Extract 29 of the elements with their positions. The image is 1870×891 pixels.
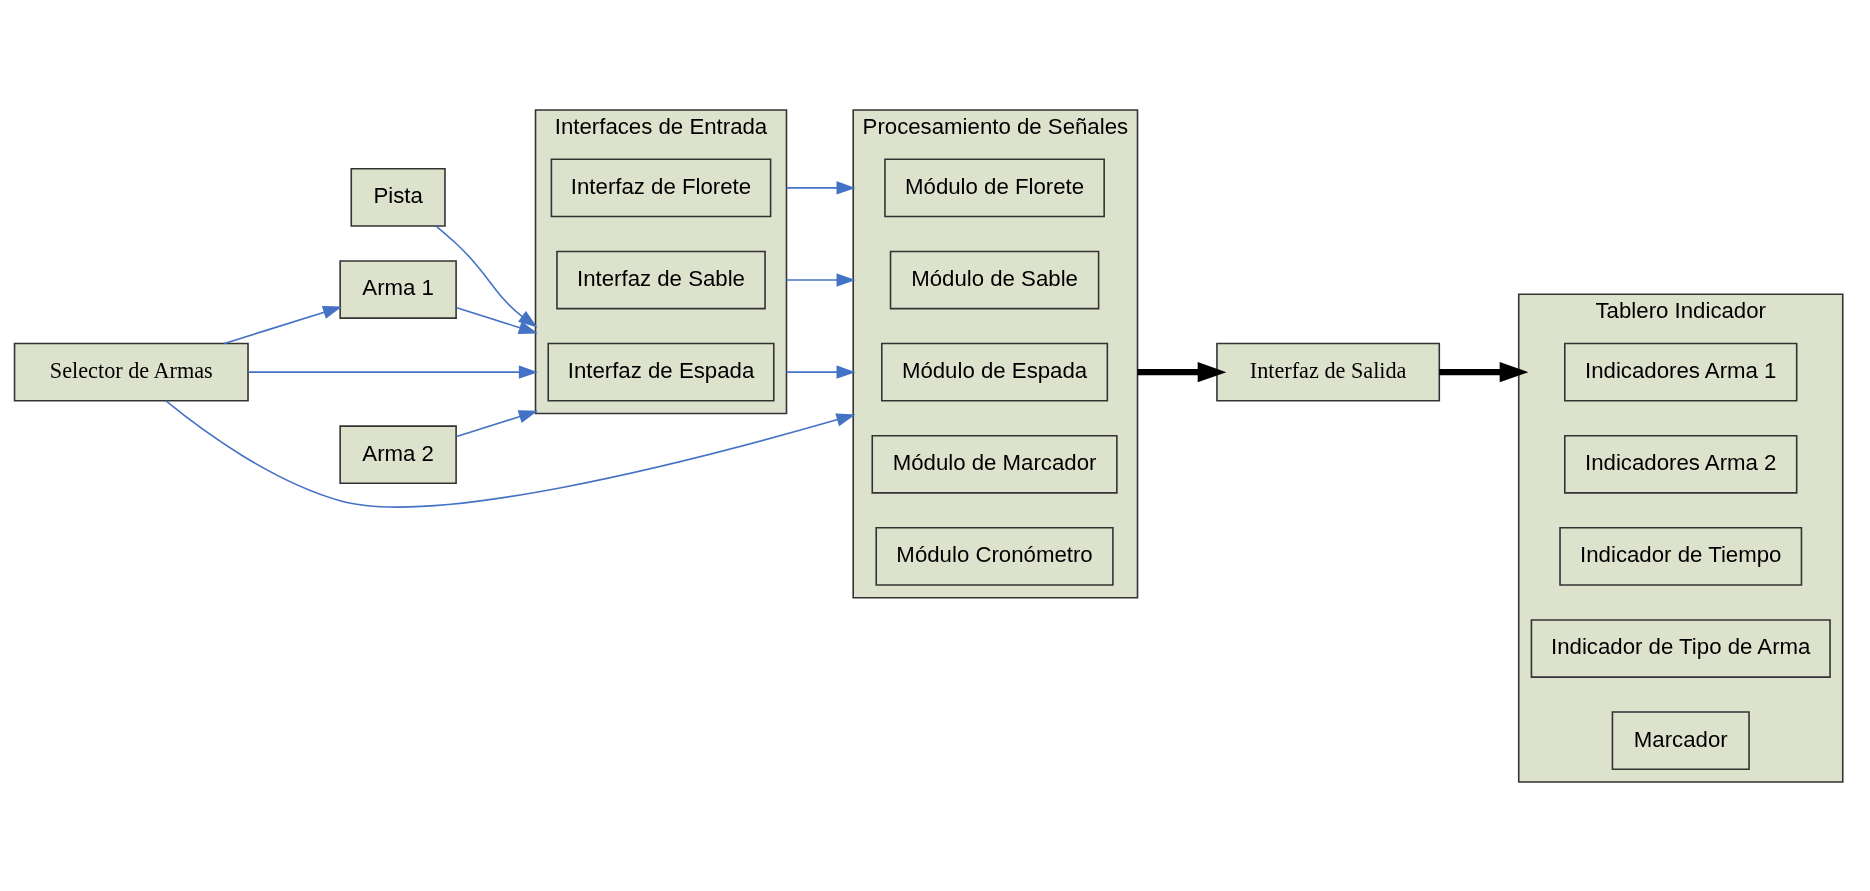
node-box: Indicadores Arma 1 [1564, 342, 1798, 402]
arrow [435, 224, 538, 327]
arrow [785, 180, 856, 195]
node-box: Módulo de Espada [881, 342, 1109, 402]
node-box: Indicador de Tiempo [1559, 526, 1803, 586]
node-box: Indicadores Arma 2 [1564, 434, 1798, 494]
arrow [247, 364, 538, 379]
node-box: Selector de Armas [13, 342, 249, 402]
node-box: Indicador de Tipo de Arma [1530, 618, 1831, 678]
node-box: Módulo de Florete [884, 158, 1105, 217]
arrow [1439, 361, 1529, 382]
node-box: Interfaz de Sable [556, 250, 766, 309]
node-box: Interfaz de Espada [547, 342, 775, 402]
arrow [223, 305, 343, 344]
node-box: Módulo de Marcador [871, 434, 1118, 494]
node-box: Marcador [1611, 710, 1750, 770]
node-box: Pista [350, 167, 446, 227]
arrow [785, 272, 856, 287]
node-box: Interfaz de Salida [1216, 342, 1441, 402]
node-box: Arma 1 [339, 259, 457, 319]
node-box: Módulo Cronómetro [875, 526, 1114, 586]
node-box: Arma 2 [339, 424, 457, 484]
node-box: Módulo de Sable [889, 250, 1100, 309]
arrow [785, 364, 856, 379]
arrow [1137, 361, 1227, 382]
arrow [165, 399, 856, 508]
node-box: Interfaz de Florete [550, 158, 772, 217]
arrow [455, 306, 538, 334]
arrow [455, 409, 538, 437]
